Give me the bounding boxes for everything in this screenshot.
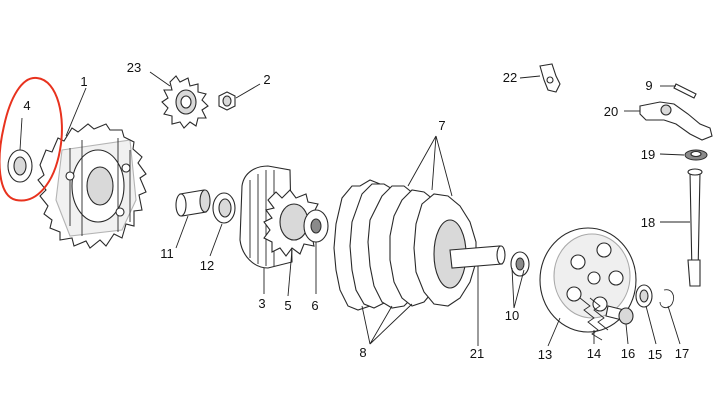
- callout-labels: 1 2 3 4 5 6 7 8 9 10 11 12 13 14 15 16 1…: [23, 60, 689, 362]
- callout-label-20: 20: [604, 104, 618, 119]
- part-20-release-lever: [639, 101, 713, 141]
- part-16-bolt: [605, 305, 634, 325]
- part-13-pressure-plate: [539, 227, 637, 333]
- part-21-shaft: [449, 245, 506, 269]
- callout-label-14: 14: [587, 346, 601, 361]
- callout-label-9: 9: [645, 78, 652, 93]
- callout-label-18: 18: [641, 215, 655, 230]
- callout-label-13: 13: [538, 347, 552, 362]
- callout-label-8: 8: [359, 345, 366, 360]
- part-17-circlip: [659, 289, 675, 309]
- part-6-hub-center: [303, 209, 329, 243]
- part-9-screw: [673, 83, 697, 99]
- callout-label-22: 22: [503, 70, 517, 85]
- callout-label-3: 3: [258, 296, 265, 311]
- callout-label-6: 6: [311, 298, 318, 313]
- part-11-bushing: [175, 189, 211, 217]
- callout-label-11: 11: [160, 246, 174, 261]
- part-22-bracket: [539, 63, 561, 93]
- callout-label-12: 12: [200, 258, 214, 273]
- callout-label-4: 4: [23, 98, 30, 113]
- part-4-washer: [7, 149, 33, 183]
- callout-label-23: 23: [127, 60, 141, 75]
- callout-label-17: 17: [675, 346, 689, 361]
- part-23-drive-gear: [161, 75, 209, 129]
- callout-label-5: 5: [284, 298, 291, 313]
- part-2-nut: [218, 91, 236, 111]
- callout-label-2: 2: [263, 72, 270, 87]
- callout-label-7: 7: [438, 118, 445, 133]
- part-14-spring: [579, 297, 609, 341]
- part-12-spacer: [212, 192, 236, 224]
- callout-label-21: 21: [470, 346, 484, 361]
- callout-label-1: 1: [80, 74, 87, 89]
- callout-label-10: 10: [505, 308, 519, 323]
- part-1-clutch-basket: [37, 123, 147, 249]
- part-15-washer: [635, 284, 653, 308]
- callout-label-19: 19: [641, 147, 655, 162]
- parts-7-8-plate-stack: [333, 179, 477, 311]
- part-10-bearing: [510, 251, 530, 277]
- callout-label-16: 16: [621, 346, 635, 361]
- part-4-highlight-circle: [0, 76, 63, 202]
- part-18-pushrod: [687, 168, 703, 287]
- callout-label-15: 15: [648, 347, 662, 362]
- leader-lines: [19, 71, 690, 347]
- part-19-seal: [684, 149, 708, 161]
